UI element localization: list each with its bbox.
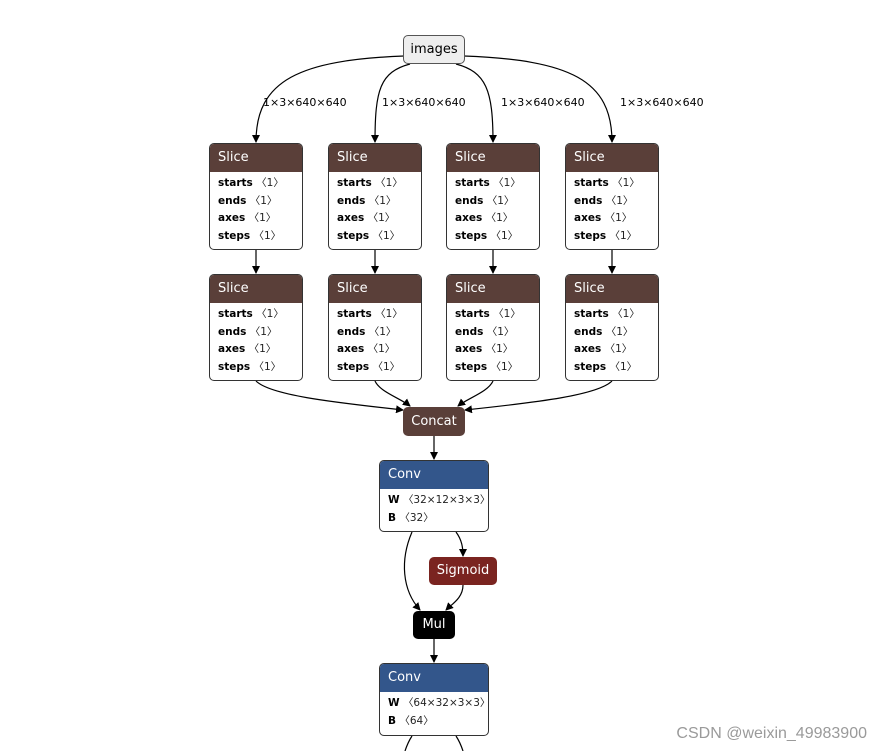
node-conv-2-header: Conv [380, 664, 488, 692]
edge-conv2-out-right [455, 735, 464, 751]
node-conv-2[interactable]: Conv W 〈64×32×3×3〉 B 〈64〉 [379, 663, 489, 736]
node-slice-row1-4-attr-ends: ends 〈1〉 [574, 194, 634, 207]
node-slice-row2-1-attr-axes: axes 〈1〉 [218, 343, 277, 355]
edge-conv1-sigmoid [455, 531, 467, 557]
edge-conv2-out-left [404, 735, 413, 751]
node-slice-row2-3-attr-axes: axes 〈1〉 [455, 343, 514, 355]
node-slice-row2-4[interactable]: Slice starts 〈1〉 ends 〈1〉 axes 〈1〉 steps 〈1〉 [565, 274, 659, 381]
edge-label-4: 1×3×640×640 [620, 96, 704, 109]
node-slice-row2-1-attr-starts: starts 〈1〉 [218, 308, 284, 320]
node-slice-row1-2-header: Slice [329, 144, 421, 172]
node-slice-row2-1-header: Slice [210, 275, 302, 303]
node-conv-1-header: Conv [380, 461, 488, 489]
node-slice-row2-4-attr-ends: ends 〈1〉 [574, 325, 634, 338]
node-slice-row2-2-attr-starts: starts 〈1〉 [337, 308, 403, 320]
node-slice-row2-3[interactable]: Slice starts 〈1〉 ends 〈1〉 axes 〈1〉 steps 〈1〉 [446, 274, 540, 381]
conv-2-attr-w: W 〈64×32×3×3〉 [388, 697, 489, 709]
node-slice-row1-4[interactable]: Slice starts 〈1〉 ends 〈1〉 axes 〈1〉 steps 〈1〉 [565, 143, 659, 250]
node-slice-row1-4-attr-steps: steps 〈1〉 [574, 229, 638, 242]
node-slice-row1-2-attr-axes: axes 〈1〉 [337, 212, 396, 224]
node-slice-row1-3-header: Slice [447, 144, 539, 172]
node-slice-row1-4-attr-axes: axes 〈1〉 [574, 212, 633, 224]
edge-label-1: 1×3×640×640 [263, 96, 347, 109]
node-conv-1[interactable]: Conv W 〈32×12×3×3〉 B 〈32〉 [379, 460, 489, 532]
conv-2-attr-b: B 〈64〉 [388, 714, 434, 727]
node-slice-row1-2-attr-starts: starts 〈1〉 [337, 177, 403, 189]
node-slice-row1-2[interactable]: Slice starts 〈1〉 ends 〈1〉 axes 〈1〉 steps 〈1〉 [328, 143, 422, 250]
edge-conv1-mul [403, 531, 421, 611]
node-slice-row1-3[interactable]: Slice starts 〈1〉 ends 〈1〉 axes 〈1〉 steps 〈1〉 [446, 143, 540, 250]
edge-images-slice3 [455, 63, 497, 143]
node-slice-row2-2-attr-ends: ends 〈1〉 [337, 325, 397, 338]
node-images[interactable]: images [403, 35, 465, 64]
edge-slice6-concat [374, 380, 411, 407]
node-concat[interactable]: Concat [403, 407, 465, 436]
node-slice-row1-1-attr-starts: starts 〈1〉 [218, 177, 284, 189]
node-slice-row2-1-attr-ends: ends 〈1〉 [218, 325, 278, 338]
node-sigmoid[interactable]: Sigmoid [429, 557, 497, 585]
node-slice-row2-3-attr-ends: ends 〈1〉 [455, 325, 515, 338]
node-slice-row1-4-attr-starts: starts 〈1〉 [574, 177, 640, 189]
edge-images-slice1 [252, 55, 405, 143]
conv-1-attr-b: B 〈32〉 [388, 511, 434, 524]
node-slice-row2-1[interactable]: Slice starts 〈1〉 ends 〈1〉 axes 〈1〉 steps 〈1〉 [209, 274, 303, 381]
node-slice-row2-4-attr-steps: steps 〈1〉 [574, 360, 638, 373]
node-slice-row2-2-attr-axes: axes 〈1〉 [337, 343, 396, 355]
node-slice-row1-1-attr-steps: steps 〈1〉 [218, 229, 282, 242]
conv-1-attr-w: W 〈32×12×3×3〉 [388, 494, 489, 506]
edge-slice7-concat [457, 380, 494, 407]
node-slice-row1-1-header: Slice [210, 144, 302, 172]
node-slice-row2-4-attr-axes: axes 〈1〉 [574, 343, 633, 355]
node-slice-row1-3-attr-ends: ends 〈1〉 [455, 194, 515, 207]
node-mul[interactable]: Mul [413, 611, 455, 639]
node-slice-row2-2-attr-steps: steps 〈1〉 [337, 360, 401, 373]
node-slice-row1-3-attr-axes: axes 〈1〉 [455, 212, 514, 224]
node-slice-row2-3-header: Slice [447, 275, 539, 303]
node-slice-row2-3-attr-starts: starts 〈1〉 [455, 308, 521, 320]
edge-images-slice4 [463, 55, 616, 143]
node-slice-row2-1-attr-steps: steps 〈1〉 [218, 360, 282, 373]
edge-slice5-concat [255, 380, 404, 414]
node-slice-row1-1[interactable]: Slice starts 〈1〉 ends 〈1〉 axes 〈1〉 steps 〈1〉 [209, 143, 303, 250]
node-slice-row1-3-attr-starts: starts 〈1〉 [455, 177, 521, 189]
node-slice-row2-2[interactable]: Slice starts 〈1〉 ends 〈1〉 axes 〈1〉 steps 〈1〉 [328, 274, 422, 381]
node-slice-row2-4-attr-starts: starts 〈1〉 [574, 308, 640, 320]
node-slice-row2-4-header: Slice [566, 275, 658, 303]
node-slice-row2-3-attr-steps: steps 〈1〉 [455, 360, 519, 373]
edge-label-2: 1×3×640×640 [382, 96, 466, 109]
node-slice-row1-1-attr-axes: axes 〈1〉 [218, 212, 277, 224]
edge-slice8-concat [464, 380, 613, 414]
node-slice-row2-2-header: Slice [329, 275, 421, 303]
edge-sigmoid-mul [445, 584, 464, 611]
node-slice-row1-3-attr-steps: steps 〈1〉 [455, 229, 519, 242]
node-slice-row1-1-attr-ends: ends 〈1〉 [218, 194, 278, 207]
edge-label-3: 1×3×640×640 [501, 96, 585, 109]
node-slice-row1-2-attr-ends: ends 〈1〉 [337, 194, 397, 207]
edge-images-slice2 [371, 63, 411, 143]
node-slice-row1-2-attr-steps: steps 〈1〉 [337, 229, 401, 242]
watermark: CSDN @weixin_49983900 [676, 725, 867, 742]
node-slice-row1-4-header: Slice [566, 144, 658, 172]
